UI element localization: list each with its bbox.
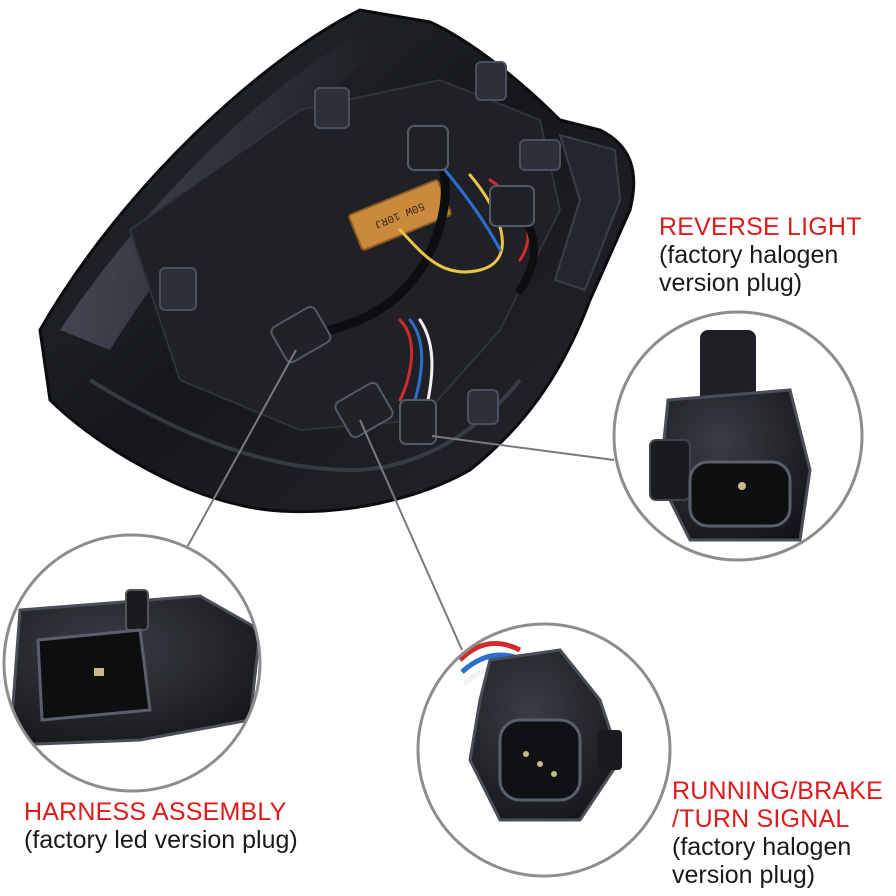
tail-light-housing xyxy=(38,8,636,514)
reverse-light-caption: REVERSE LIGHT (factory halogen version p… xyxy=(659,213,889,297)
running-brake-title-line-2: /TURN SIGNAL xyxy=(672,805,850,833)
inset-reverse-plug xyxy=(612,310,864,562)
running-brake-note-line-2: version plug) xyxy=(672,861,816,889)
running-brake-turn-caption: RUNNING/BRAKE /TURN SIGNAL (factory halo… xyxy=(672,777,892,889)
leader-lines xyxy=(179,349,615,651)
harness-assembly-caption: HARNESS ASSEMBLY (factory led version pl… xyxy=(24,798,354,854)
running-brake-title-line-1: RUNNING/BRAKE xyxy=(672,777,883,805)
load-resistor: 50W 10RJ xyxy=(348,179,452,251)
running-brake-note-line-1: (factory halogen xyxy=(672,833,852,861)
reverse-light-note-line-2: version plug) xyxy=(659,269,803,297)
reverse-light-note-line-1: (factory halogen xyxy=(659,241,839,269)
reverse-light-title: REVERSE LIGHT xyxy=(659,213,862,241)
harness-assembly-title: HARNESS ASSEMBLY xyxy=(24,798,287,826)
housing-connectors xyxy=(270,125,535,445)
inset-harness-plug xyxy=(2,533,262,793)
harness-assembly-note: (factory led version plug) xyxy=(24,826,298,854)
inset-running-brake-plug xyxy=(416,622,672,878)
